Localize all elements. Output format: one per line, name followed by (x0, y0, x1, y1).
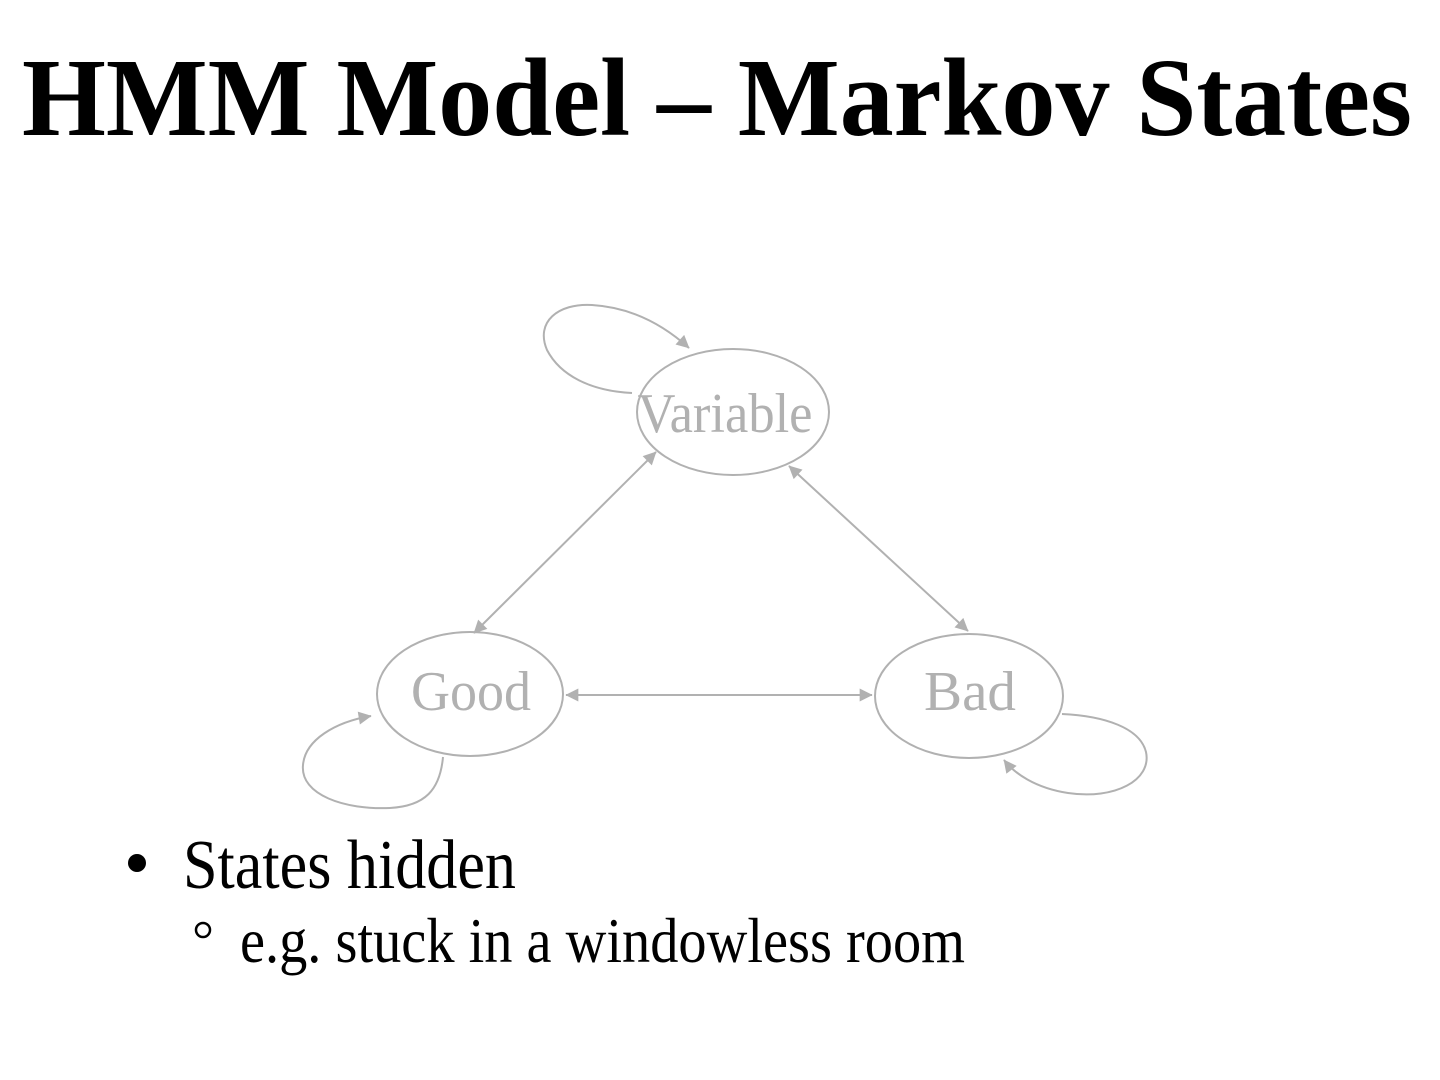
edge-variable-bad (788, 465, 969, 632)
self-loop-bad (1003, 713, 1148, 796)
bullet-text-level2: e.g. stuck in a windowless room (240, 905, 965, 976)
bullet-dot-icon (128, 854, 146, 872)
bullet-text-level1: States hidden (183, 827, 516, 904)
bullet-item-level1: States hidden (128, 827, 516, 904)
self-loop-good (301, 711, 444, 810)
markov-state-diagram: Variable Good Bad (301, 303, 1148, 810)
state-bad-label: Bad (924, 661, 1016, 723)
bullet-list: States hidden e.g. stuck in a windowless… (128, 827, 965, 976)
state-bad-ellipse (874, 633, 1064, 759)
sub-bullet-ring-icon (194, 921, 212, 939)
state-node-variable: Variable (636, 348, 830, 476)
bullet-item-level2: e.g. stuck in a windowless room (194, 905, 965, 976)
state-variable-ellipse (636, 348, 830, 476)
edge-variable-good (473, 451, 657, 634)
state-good-label: Good (411, 661, 531, 723)
self-loop-variable (542, 303, 690, 394)
state-good-ellipse (376, 631, 564, 757)
state-node-good: Good (376, 631, 564, 757)
state-node-bad: Bad (874, 633, 1064, 759)
slide-title: HMM Model – Markov States (22, 37, 1412, 160)
state-variable-label: Variable (638, 383, 813, 445)
